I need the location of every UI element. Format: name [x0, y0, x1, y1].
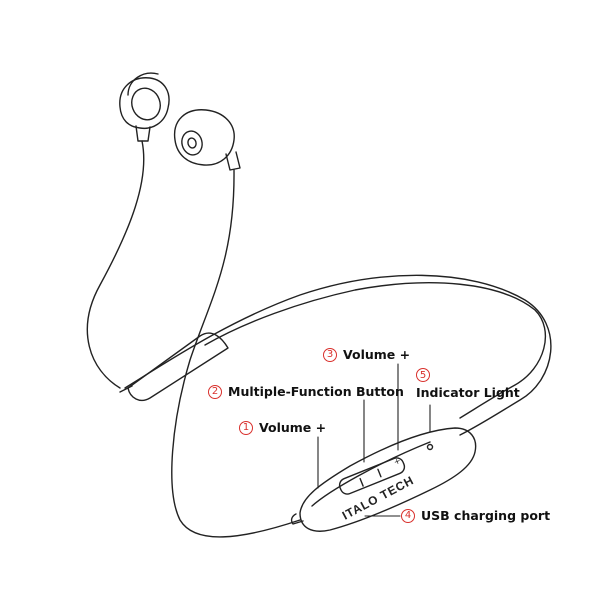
callout-volume-up-right: 3 Volume +: [323, 347, 410, 362]
callout-number-3: 3: [323, 347, 337, 362]
callout-number-2: 2: [208, 384, 222, 399]
callout-usb-charging-port: 4 USB charging port: [401, 508, 550, 523]
callout-indicator-light: 5 Indicator Light: [416, 368, 520, 400]
left-earbud: [119, 72, 170, 142]
volume-plus-mark: +: [392, 456, 402, 467]
right-earbud: [173, 109, 241, 171]
left-collar-module: [119, 332, 229, 402]
callout-number-5: 5: [416, 368, 430, 382]
callout-number-1: 1: [239, 420, 253, 435]
callout-label-3: Volume +: [343, 347, 411, 362]
callout-volume-up-left: 1 Volume +: [239, 420, 326, 435]
right-cable: [171, 169, 301, 538]
left-cable: [86, 140, 145, 389]
callout-leaders: [317, 363, 431, 517]
callout-number-4: 4: [401, 508, 415, 523]
callout-label-2: Multiple-Function Button: [228, 384, 404, 399]
callout-label-4: USB charging port: [421, 508, 551, 523]
indicator-light-dot: [426, 443, 434, 451]
control-module: [290, 427, 477, 532]
callout-multi-function-button: 2 Multiple-Function Button: [208, 384, 404, 399]
callout-label-5: Indicator Light: [416, 385, 520, 400]
callout-label-1: Volume +: [259, 420, 327, 435]
neckband: [124, 274, 552, 436]
